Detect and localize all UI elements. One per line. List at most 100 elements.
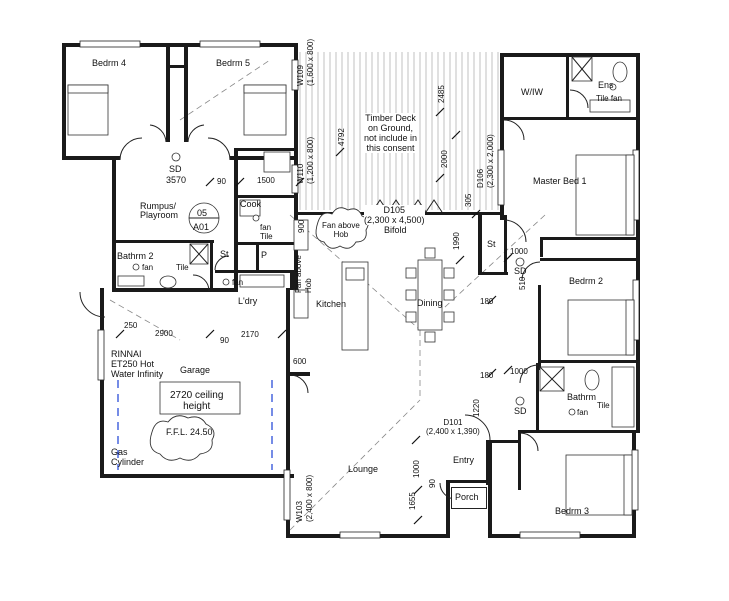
door-swings: [79, 89, 589, 500]
room-kitchen: Kitchen: [316, 299, 347, 309]
bathrm2-tile: Tile: [176, 263, 189, 272]
room-rumpus: Rumpus/ Playroom: [140, 201, 179, 220]
door-d105: D105 (2,300 x 4,500): [364, 205, 425, 225]
room-bedrm3: Bedrm 3: [555, 506, 590, 516]
dimension-tick: [413, 485, 423, 495]
room-porch: Porch: [455, 492, 479, 502]
garage-details: [117, 380, 273, 470]
dimension-tick: [503, 253, 513, 263]
dim-1990: 1990: [452, 232, 461, 250]
dimension-tick: [503, 365, 513, 375]
room-st1: St: [220, 249, 229, 259]
dimension-tick: [471, 209, 481, 219]
dimension-tick: [235, 177, 245, 187]
dimension-tick: [435, 173, 445, 183]
bifold-label: Bifold: [384, 225, 407, 235]
dim-1655: 1655: [408, 492, 417, 510]
gas-cylinder-note: Gas Cylinder: [111, 447, 145, 467]
dim-4792: 4792: [337, 128, 346, 146]
room-dining: Dining: [417, 298, 443, 308]
dimension-tick: [455, 255, 465, 265]
dim-1000-a: 1000: [510, 247, 528, 256]
window-w103: W103 (2,400 x 800): [295, 474, 314, 522]
room-garage: Garage: [180, 365, 211, 375]
dim-250: 250: [124, 321, 138, 330]
dimension-tick: [487, 368, 497, 378]
ens-fan-tile: Tile fan: [596, 94, 622, 103]
dimension-tick: [335, 147, 345, 157]
dimension-tick: [413, 515, 423, 525]
fan-above-hob-vertical: Fan above Hob: [294, 255, 313, 293]
dimension-tick: [115, 329, 125, 339]
dim-510: 510: [518, 276, 527, 290]
fixtures: [117, 56, 635, 428]
dim-900: 900: [297, 219, 306, 233]
dining-table: [405, 247, 455, 343]
room-ens: Ens: [598, 80, 614, 90]
detectors: [132, 83, 617, 416]
revision-clouds: [149, 207, 369, 461]
section-ref-number: 05: [197, 208, 208, 218]
room-cook: Cook: [240, 199, 262, 209]
dim-2000: 2000: [440, 150, 449, 168]
porch-box: [451, 487, 487, 509]
sd-bed2-label: SD: [514, 266, 527, 276]
sd-top-label: SD: [169, 164, 182, 174]
dim-1220: 1220: [472, 399, 481, 417]
section-ref-sheet: A01: [193, 222, 210, 232]
dimension-tick: [487, 295, 497, 305]
dim-180-a: 180: [480, 297, 494, 306]
room-p: P: [261, 250, 268, 260]
dim-1000-b: 1000: [510, 367, 528, 376]
door-d106: D106 (2,300 x 2,000): [476, 134, 495, 188]
ceiling-height-note: 2720 ceiling height: [170, 390, 224, 412]
ldry-fan: fan: [232, 278, 244, 287]
dimension-tick: [295, 177, 305, 187]
room-bedrm5: Bedrm 5: [216, 58, 251, 68]
cook-fan-tile: fan Tile: [260, 223, 273, 241]
dim-1000-c: 1000: [412, 460, 421, 478]
bathrm-tile: Tile: [597, 401, 610, 410]
door-d101: D101 (2,400 x 1,390): [426, 418, 480, 436]
walls: [62, 43, 640, 538]
dim-1500: 1500: [257, 176, 275, 185]
dimension-tick: [411, 435, 421, 445]
rinnai-note: RINNAI ET250 Hot Water Infinity: [111, 349, 164, 379]
room-master-bed: Master Bed 1: [533, 176, 587, 186]
sd-bath-label: SD: [514, 406, 527, 416]
windows: [79, 40, 640, 539]
dimension-tick: [451, 130, 461, 140]
dim-600: 600: [293, 357, 307, 366]
bathrm-fan: fan: [577, 408, 589, 417]
fan-above-hob-note: Fan above Hob: [322, 221, 360, 239]
dim-90-a: 90: [217, 177, 226, 186]
room-ldry: L'dry: [238, 296, 258, 306]
dim-2170: 2170: [241, 330, 259, 339]
deck-note: Timber Deck on Ground, not include in th…: [362, 113, 420, 153]
dim-180-b: 180: [480, 371, 494, 380]
bathrm2-fan: fan: [142, 263, 154, 272]
room-entry: Entry: [453, 455, 475, 465]
dim-90-b: 90: [220, 336, 229, 345]
dimension-tick: [205, 177, 215, 187]
room-st2: St: [487, 239, 496, 249]
furniture-beds: [67, 84, 635, 516]
sd-top-dim: 3570: [166, 175, 187, 185]
window-w110: W110 (1,200 x 800): [296, 136, 315, 184]
room-bathrm2: Bathrm 2: [117, 251, 154, 261]
dim-2900: 2900: [155, 329, 173, 338]
dim-2485: 2485: [437, 85, 446, 103]
room-lounge: Lounge: [348, 464, 379, 474]
dim-90-c: 90: [428, 479, 437, 488]
dimension-tick: [205, 329, 215, 339]
window-w109: W109 (1,600 x 800): [296, 38, 315, 86]
room-bedrm2: Bedrm 2: [569, 276, 604, 286]
dimension-tick: [435, 107, 445, 117]
dimension-tick: [277, 329, 287, 339]
dimension-ticks: [115, 107, 513, 525]
room-wiw: W/IW: [521, 87, 543, 97]
room-bathrm: Bathrm: [567, 392, 597, 402]
dim-305: 305: [464, 193, 473, 207]
ffl-note: F.F.L. 24.50: [166, 427, 213, 437]
